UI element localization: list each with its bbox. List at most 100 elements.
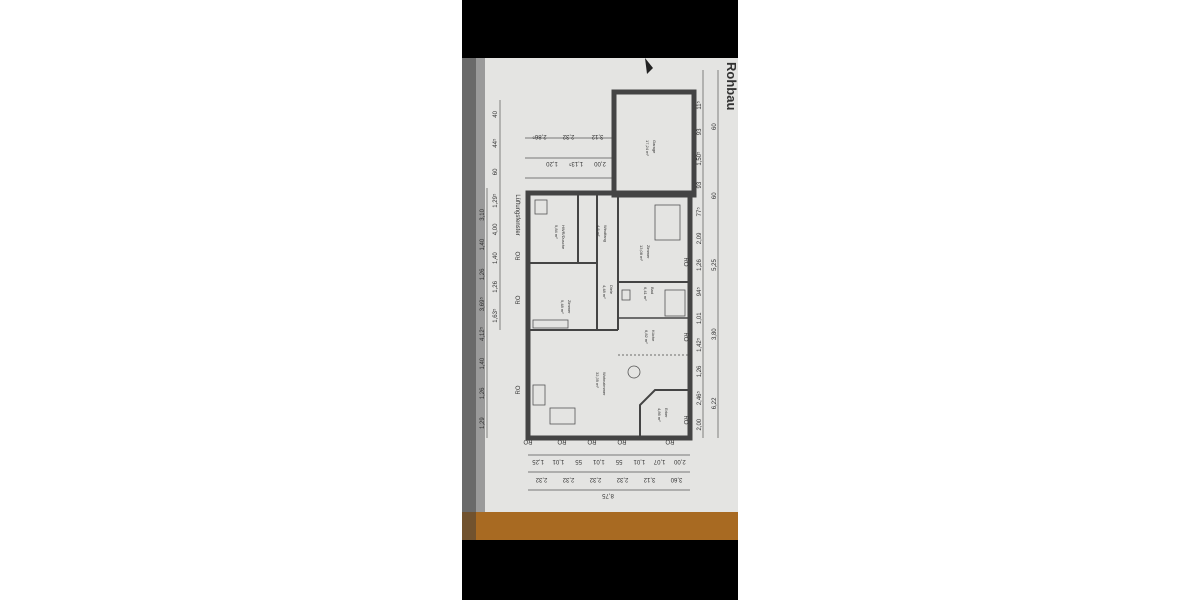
dimension-left: 3,69⁵ bbox=[479, 297, 486, 312]
dimension-bottom-mid: 2,32 bbox=[562, 476, 574, 482]
dimension-bottom-mid: 2,32 bbox=[616, 476, 628, 482]
dimension-right: 1,26 bbox=[697, 259, 703, 271]
ro-label: RO bbox=[682, 258, 688, 267]
walls bbox=[525, 89, 697, 441]
dimension-bottom: 1,01 bbox=[552, 458, 564, 464]
room-wohnzimmer-area: 32,39 m² bbox=[595, 372, 600, 388]
dimension-left: 60 bbox=[493, 168, 499, 175]
dimension-left: 1,40 bbox=[480, 357, 486, 369]
dimension-left-note: Lüftungsfenster bbox=[514, 194, 520, 235]
dimension-right-total: 60 bbox=[712, 192, 718, 199]
dimension-bottom-mid: 2,32 bbox=[535, 476, 547, 482]
dimension-top: 1,20 bbox=[546, 160, 558, 166]
outer-wall-house bbox=[525, 190, 693, 441]
dimension-right: 77⁵ bbox=[696, 207, 703, 217]
room-windfang-area: 4,8 m² bbox=[596, 225, 601, 237]
room-zimmer2-name: Zimmer bbox=[567, 300, 572, 314]
dimension-lines bbox=[486, 70, 719, 491]
dimension-top: 3,12 bbox=[591, 133, 603, 139]
ro-label: RO bbox=[682, 333, 688, 342]
outer-wall-garage bbox=[611, 89, 697, 198]
ro-label: RO bbox=[665, 438, 674, 444]
dimension-left: 1,40 bbox=[480, 238, 486, 250]
armchair bbox=[549, 407, 576, 425]
dimension-bottom: 1,25 bbox=[532, 458, 544, 464]
wooden-floor bbox=[462, 512, 738, 540]
dimension-labels: 1,29 1,26 1,40 4,12⁵ 3,69⁵ 1,26 1,40 3,10 1,63⁵ 1… bbox=[479, 100, 718, 498]
dimension-right: 1,50⁵ bbox=[696, 151, 703, 166]
room-garage-area: 17,24 m² bbox=[645, 140, 650, 156]
room-diele-area: 4,48 m² bbox=[602, 285, 607, 299]
dimension-right-total: 6,22 bbox=[712, 397, 718, 409]
room-erker-name: Erker bbox=[664, 408, 669, 418]
room-kueche-area: 6,82 m² bbox=[644, 330, 649, 344]
dimension-left: 1,26 bbox=[480, 268, 486, 280]
furniture bbox=[532, 199, 686, 425]
dimension-right: 93 bbox=[697, 128, 703, 135]
dimension-left: 1,63⁵ bbox=[492, 308, 499, 323]
room-hwr-area: 9,84 m² bbox=[554, 225, 559, 239]
room-erker-area: 4,86 m² bbox=[657, 408, 662, 422]
dimension-right: 2,46⁵ bbox=[696, 390, 703, 405]
ro-label: RO bbox=[523, 438, 532, 444]
ro-label: RO bbox=[516, 251, 522, 260]
wardrobe bbox=[532, 319, 569, 329]
dimension-top: 1,13⁵ bbox=[568, 160, 583, 167]
fingertip bbox=[645, 58, 653, 74]
dimension-right: 94⁵ bbox=[696, 287, 703, 297]
dimension-right-total: 5,25 bbox=[712, 259, 718, 271]
dimension-right: 93 bbox=[697, 181, 703, 188]
dimension-top: 2,32 bbox=[562, 133, 574, 139]
dimension-right: 1,01 bbox=[697, 312, 703, 324]
toilet bbox=[621, 289, 631, 301]
room-kueche-name: Küche bbox=[651, 330, 656, 342]
dimension-left: 44⁵ bbox=[492, 138, 499, 148]
dimension-left: 1,26 bbox=[480, 387, 486, 399]
dimension-bottom: 1,01 bbox=[592, 458, 604, 464]
dimension-right: 1,42⁵ bbox=[696, 337, 703, 352]
dimension-bottom-mid: 3,60 bbox=[670, 476, 682, 482]
dimension-left: 4,00 bbox=[493, 223, 499, 235]
room-garage-name: Garage bbox=[652, 140, 657, 154]
dimension-top: 2,86⁵ bbox=[532, 133, 547, 140]
room-bad-area: 6,41 m² bbox=[643, 287, 648, 301]
bathtub bbox=[664, 289, 686, 317]
room-zimmer1-name: Zimmer bbox=[646, 245, 651, 259]
room-diele-name: Diele bbox=[609, 285, 614, 295]
dimension-bottom: 55 bbox=[615, 458, 622, 464]
dimension-left: 3,10 bbox=[480, 208, 486, 220]
dimension-right: 11⁵ bbox=[696, 100, 703, 109]
shower bbox=[534, 199, 548, 215]
paper-edge-shadow bbox=[462, 58, 476, 540]
dimension-right: 2,00 bbox=[697, 418, 703, 430]
dimension-left: 1,40 bbox=[493, 252, 499, 264]
dimension-bottom-mid: 3,12 bbox=[643, 476, 655, 482]
ro-label: RO bbox=[587, 438, 596, 444]
dimension-left: 1,29 bbox=[480, 417, 486, 429]
floor-plan-photo: Rohbau bbox=[462, 0, 739, 600]
floor-plan: Rohbau bbox=[462, 58, 739, 540]
dimension-right: 2,09 bbox=[697, 232, 703, 244]
dimension-left: 1,26 bbox=[493, 280, 499, 292]
room-windfang-name: Windfang bbox=[603, 225, 608, 242]
dimension-left: 40 bbox=[493, 110, 499, 117]
dimension-left: 4,12⁵ bbox=[479, 326, 486, 341]
dimension-bottom: 1,01 bbox=[633, 458, 645, 464]
ro-label: RO bbox=[516, 385, 522, 394]
room-bad-name: Bad bbox=[650, 287, 655, 294]
dimension-bottom: 55 bbox=[575, 458, 582, 464]
bed bbox=[654, 204, 681, 241]
dimension-bottom: 1,07 bbox=[653, 458, 665, 464]
room-zimmer1-area: 13,08 m² bbox=[639, 245, 644, 261]
dining-table bbox=[627, 365, 641, 379]
title: Rohbau bbox=[724, 62, 738, 110]
dimension-bottom-total: 8,75 bbox=[602, 492, 614, 498]
dimension-right-total: 60 bbox=[712, 123, 718, 130]
dimension-left: 1,29⁵ bbox=[492, 193, 499, 208]
dimension-top: 2,00 bbox=[594, 160, 606, 166]
room-zimmer2-area: 9,48 m² bbox=[560, 300, 565, 314]
dimension-bottom: 2,00 bbox=[673, 458, 685, 464]
ro-label: RO bbox=[557, 438, 566, 444]
ro-label: RO bbox=[617, 438, 626, 444]
